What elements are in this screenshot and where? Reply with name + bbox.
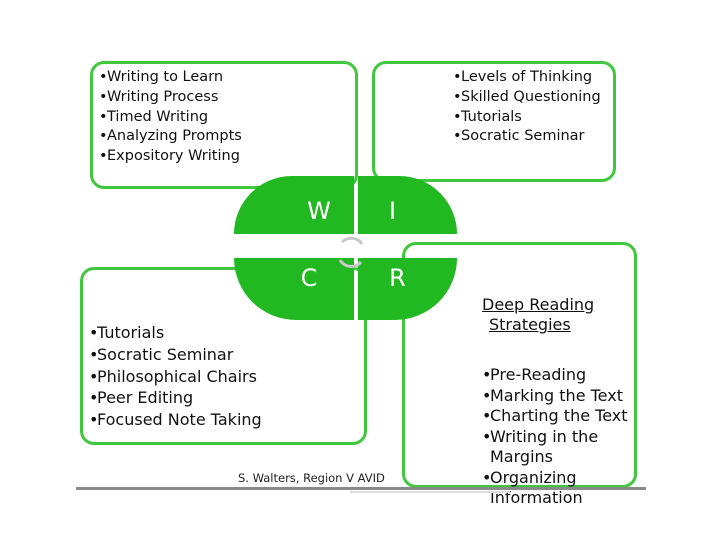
list-item: Peer Editing [89, 387, 262, 409]
quadrant-letter: C [300, 264, 318, 292]
footer-faint-line [350, 491, 510, 493]
list-item: Levels of Thinking [453, 68, 601, 88]
list-item: Skilled Questioning [453, 88, 601, 108]
heading-line: Deep Reading [482, 295, 595, 314]
list-item: Marking the Text [482, 386, 640, 407]
list-item: Organizing Information [482, 468, 640, 509]
writing-strategies-box: Writing to Learn Writing Process Timed W… [90, 61, 358, 189]
footer-divider [76, 487, 646, 490]
list-item: Philosophical Chairs [89, 366, 262, 388]
list-item: Writing to Learn [99, 68, 242, 88]
quadrant-letter: W [307, 197, 331, 225]
list-item: Timed Writing [99, 108, 242, 128]
inquiry-strategies-list: Levels of Thinking Skilled Questioning T… [453, 68, 601, 147]
list-item: Writing in the Margins [482, 427, 640, 468]
inquiry-strategies-box: Levels of Thinking Skilled Questioning T… [372, 61, 616, 182]
quadrant-i: I [358, 176, 457, 234]
list-item: Socratic Seminar [453, 127, 601, 147]
list-item: Pre-Reading [482, 365, 640, 386]
credit-text: S. Walters, Region V AVID [238, 471, 385, 485]
cycle-arrows-icon [338, 236, 364, 268]
list-item: Tutorials [453, 108, 601, 128]
reading-strategies-list: Pre-Reading Marking the Text Charting th… [482, 365, 640, 509]
collaboration-strategies-list: Tutorials Socratic Seminar Philosophical… [89, 322, 262, 431]
reading-strategies-heading: Deep Reading Strategies [482, 295, 594, 335]
writing-strategies-list: Writing to Learn Writing Process Timed W… [99, 68, 242, 167]
quadrant-letter: I [388, 197, 397, 225]
list-item: Charting the Text [482, 406, 640, 427]
list-item: Expository Writing [99, 147, 242, 167]
list-item: Socratic Seminar [89, 344, 262, 366]
heading-line: Strategies [489, 315, 571, 334]
list-item: Writing Process [99, 88, 242, 108]
list-item: Focused Note Taking [89, 409, 262, 431]
list-item: Analyzing Prompts [99, 127, 242, 147]
quadrant-letter: R [389, 264, 406, 292]
list-item: Tutorials [89, 322, 262, 344]
